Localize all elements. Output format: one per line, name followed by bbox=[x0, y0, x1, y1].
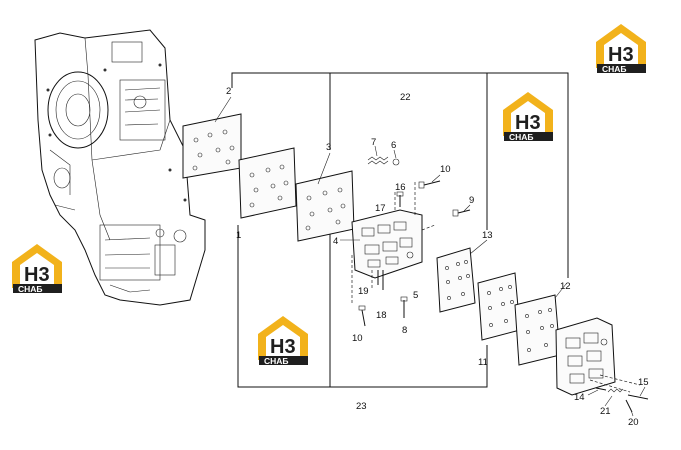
pin-14 bbox=[587, 387, 607, 396]
callout-20: 20 bbox=[628, 417, 639, 428]
callout-21: 21 bbox=[600, 406, 611, 417]
callout-10-lower: 10 bbox=[352, 333, 363, 344]
bolt-10-lower bbox=[358, 305, 366, 327]
bolt-9 bbox=[452, 204, 471, 217]
callout-4: 4 bbox=[333, 236, 338, 247]
watermark-logo-text: H3 bbox=[270, 336, 296, 358]
callout-16: 16 bbox=[395, 182, 406, 193]
gasket-plate-3 bbox=[295, 152, 355, 242]
callout-23: 23 bbox=[356, 401, 367, 412]
valve-body-4 bbox=[340, 180, 436, 305]
transmission-housing bbox=[34, 29, 206, 306]
callout-10-upper: 10 bbox=[440, 164, 451, 175]
valve-cover bbox=[555, 317, 641, 396]
watermark-logo-top-right: H3 CHAБ bbox=[596, 24, 646, 74]
callout-7: 7 bbox=[371, 137, 376, 148]
callout-8: 8 bbox=[402, 325, 407, 336]
callout-labels: 2 22 3 7 6 10 16 17 9 4 13 12 5 19 18 8 … bbox=[226, 86, 649, 428]
watermark-logo-left: H3 CHAБ bbox=[12, 244, 62, 294]
bolt-16 bbox=[396, 191, 404, 207]
plug-6 bbox=[392, 149, 400, 166]
callout-9: 9 bbox=[469, 195, 474, 206]
bolt-15 bbox=[627, 386, 649, 400]
watermark-brand-text: CHAБ bbox=[264, 356, 289, 366]
watermark-logo-middle-right: H3 CHAБ bbox=[503, 92, 553, 142]
watermark-brand-text: CHAБ bbox=[602, 64, 627, 74]
watermark-logo-text: H3 bbox=[515, 112, 541, 134]
callout-3: 3 bbox=[326, 142, 331, 153]
watermark-logo-text: H3 bbox=[24, 264, 50, 286]
callout-13: 13 bbox=[482, 230, 493, 241]
callout-11: 11 bbox=[478, 357, 488, 368]
watermark-logo-text: H3 bbox=[608, 44, 634, 66]
gasket-plate-2 bbox=[182, 96, 242, 179]
bracket-23 bbox=[237, 225, 488, 388]
watermark-brand-text: CHAБ bbox=[18, 284, 43, 294]
spring-7 bbox=[367, 145, 389, 165]
gasket-plate-13 bbox=[436, 239, 488, 313]
separator-plate-11 bbox=[477, 272, 521, 341]
bolt-10-upper bbox=[418, 174, 441, 189]
callout-6: 6 bbox=[391, 140, 396, 151]
bolt-19-18 bbox=[377, 270, 384, 290]
callout-15: 15 bbox=[638, 377, 649, 388]
separator-plate-1 bbox=[238, 147, 297, 219]
callout-2: 2 bbox=[226, 86, 231, 97]
callout-18: 18 bbox=[376, 310, 387, 321]
watermark-brand-text: CHAБ bbox=[509, 132, 534, 142]
callout-17: 17 bbox=[375, 203, 386, 214]
bolt-8 bbox=[400, 296, 408, 318]
callout-14: 14 bbox=[574, 392, 585, 403]
callout-5: 5 bbox=[413, 290, 418, 301]
callout-19: 19 bbox=[358, 286, 369, 297]
watermark-logo-center: H3 CHAБ bbox=[258, 316, 308, 366]
bracket-22 bbox=[231, 72, 569, 278]
pin-20 bbox=[625, 399, 634, 417]
callout-12: 12 bbox=[560, 281, 571, 292]
callout-22: 22 bbox=[400, 92, 411, 103]
callout-1: 1 bbox=[236, 230, 241, 241]
spring-21 bbox=[604, 388, 624, 407]
